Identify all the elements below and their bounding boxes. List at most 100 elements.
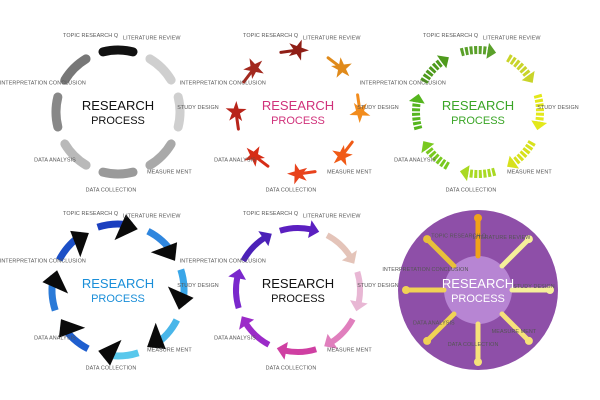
diagram-title-line-2: PROCESS [271, 115, 325, 127]
process-step-mark [243, 322, 271, 348]
star-tail [234, 110, 240, 131]
process-step-mark [424, 311, 457, 344]
process-step-mark [511, 139, 536, 167]
step-label: STUDY DESIGN [177, 283, 219, 289]
step-label: INTERPRETATION CONCLUSION [180, 81, 266, 87]
step-label: MEASURE MENT [327, 347, 372, 353]
step-label: INTERPRETATION CONCLUSION [0, 81, 86, 87]
arc-arrow-head [350, 300, 368, 312]
step-label: STUDY DESIGN [177, 105, 219, 111]
process-step-mark [145, 54, 176, 85]
process-step-mark [499, 236, 532, 269]
process-step-mark [233, 276, 242, 310]
step-label: DATA ANALYSIS [394, 157, 436, 163]
diagram-2-star: TOPIC RESEARCH Q LITERATURE REVIEW STUDY D… [180, 33, 399, 194]
step-label: DATA ANALYSIS [34, 157, 76, 163]
step-label: DATA COLLECTION [266, 188, 317, 194]
process-step-mark [412, 100, 423, 131]
arrow-head [421, 141, 435, 154]
star-tail [279, 48, 300, 54]
diagram-title-line-1: RESEARCH [262, 98, 334, 113]
arc-arrow-head [228, 268, 246, 280]
step-label: MEASURE MENT [327, 169, 372, 175]
step-label: STUDY DESIGN [513, 284, 555, 290]
arrow-head [436, 55, 449, 69]
step-label: LITERATURE REVIEW [303, 214, 361, 220]
step-label: TOPIC RESEARCH Q [63, 211, 118, 217]
step-label: TOPIC RESEARCH Q [243, 33, 298, 39]
arrow-head [531, 120, 548, 131]
diagram-title-line-2: PROCESS [451, 293, 505, 305]
process-step-mark [466, 167, 497, 178]
process-step-mark [424, 236, 457, 269]
diagram-title-line-1: RESEARCH [82, 276, 154, 291]
step-label: LITERATURE REVIEW [123, 214, 181, 220]
process-step-mark [98, 167, 138, 179]
arc-arrow-head [308, 220, 320, 238]
pinwheel-blade [114, 214, 138, 241]
spoke-cap [546, 286, 554, 294]
process-step-mark [278, 225, 312, 234]
diagram-title-line-1: RESEARCH [82, 98, 154, 113]
process-step-mark [60, 54, 91, 85]
pinwheel-blade [98, 339, 122, 366]
step-label: DATA ANALYSIS [413, 321, 455, 327]
step-label: DATA COLLECTION [86, 188, 137, 194]
process-step-mark [173, 92, 185, 132]
star-tail [326, 56, 344, 70]
star-tail [356, 93, 362, 114]
diagram-title-line-2: PROCESS [451, 115, 505, 127]
diagram-3-arrow: TOPIC RESEARCH Q LITERATURE REVIEW STUDY D… [360, 33, 579, 194]
star-tail [242, 66, 256, 84]
diagram-title-line-2: PROCESS [271, 293, 325, 305]
diagram-title-line-1: RESEARCH [442, 98, 514, 113]
spoke-cap [524, 235, 533, 244]
arc-arrow-head [324, 333, 338, 349]
step-label: LITERATURE REVIEW [123, 36, 181, 42]
process-step-mark [98, 45, 138, 57]
diagram-title-line-2: PROCESS [91, 293, 145, 305]
process-step-mark [505, 54, 533, 79]
process-step-mark [325, 232, 353, 258]
arc-arrow-head [276, 342, 288, 360]
arrow-head [521, 70, 535, 83]
process-step-mark [240, 235, 266, 263]
process-step-mark [459, 46, 490, 57]
arc-arrow-head [341, 250, 357, 264]
star-tail [340, 140, 354, 158]
process-step-mark [420, 57, 445, 85]
step-label: STUDY DESIGN [357, 105, 399, 111]
spoke-cap [474, 214, 482, 222]
arrow-head [507, 155, 520, 169]
pinwheel-blade [58, 319, 86, 338]
process-step-mark [330, 317, 356, 345]
pinwheel-blade [147, 322, 166, 350]
step-label: INTERPRETATION CONCLUSION [180, 259, 266, 265]
arrow-head [459, 165, 470, 182]
step-label: MEASURE MENT [507, 169, 552, 175]
star-tail [296, 170, 317, 176]
arrow-head [408, 93, 425, 104]
diagram-title-line-2: PROCESS [91, 115, 145, 127]
step-label: LITERATURE REVIEW [303, 36, 361, 42]
step-label: DATA ANALYSIS [214, 157, 256, 163]
process-step-mark [499, 311, 532, 344]
step-label: LITERATURE REVIEW [473, 235, 531, 241]
step-label: DATA COLLECTION [266, 366, 317, 372]
diagram-title-line-1: RESEARCH [262, 276, 334, 291]
pinwheel-blade [70, 230, 89, 258]
step-label: LITERATURE REVIEW [483, 36, 541, 42]
disc-hub [444, 256, 512, 324]
pinwheel-blade [150, 242, 178, 261]
step-label: MEASURE MENT [147, 169, 192, 175]
diagram-4-pinwheel: TOPIC RESEARCH Q LITERATURE REVIEW STUDY D… [0, 211, 219, 372]
arc-arrow-head [258, 231, 272, 247]
step-label: DATA COLLECTION [86, 366, 137, 372]
pinwheel-blade [42, 270, 69, 294]
process-step-mark [284, 346, 318, 355]
process-step-mark [51, 92, 63, 132]
step-label: TOPIC RESEARCH Q [423, 33, 478, 39]
